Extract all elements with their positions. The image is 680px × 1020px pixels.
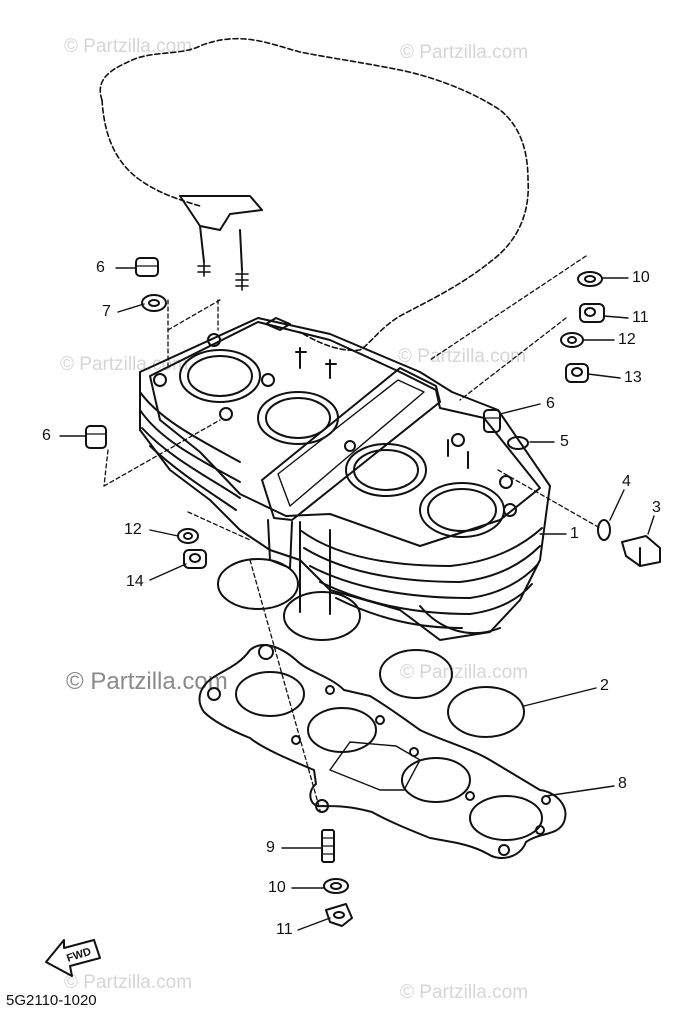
callout-2: 2 bbox=[600, 677, 609, 694]
washer-icon bbox=[577, 271, 603, 287]
callout-6: 6 bbox=[96, 259, 105, 276]
watermark: © Partzilla.com bbox=[400, 662, 529, 683]
bolt-icon bbox=[621, 535, 661, 567]
callout-8: 8 bbox=[618, 775, 627, 792]
callout-7: 7 bbox=[102, 303, 111, 320]
watermark: © Partzilla.com bbox=[398, 346, 527, 367]
stud-bolt-icon bbox=[321, 829, 335, 863]
cylinder-bore-1 bbox=[179, 349, 261, 403]
o-ring-icon bbox=[217, 558, 525, 738]
callout-10: 10 bbox=[632, 269, 650, 286]
diagram-code: 5G2110-1020 bbox=[6, 992, 97, 1009]
mount-bracket bbox=[179, 195, 263, 231]
callout-4: 4 bbox=[622, 473, 631, 490]
callout-12: 12 bbox=[124, 521, 142, 538]
callout-9: 9 bbox=[266, 839, 275, 856]
dowel-pin-icon bbox=[483, 409, 501, 433]
crankcase-outline bbox=[99, 37, 530, 352]
cylinder-bore-4 bbox=[419, 482, 505, 538]
stud bbox=[235, 269, 249, 291]
stud bbox=[197, 261, 211, 277]
washer-icon bbox=[141, 294, 167, 312]
forward-arrow-icon: FWD bbox=[45, 939, 101, 977]
washer-icon bbox=[597, 519, 611, 541]
callout-6: 6 bbox=[42, 427, 51, 444]
washer-icon bbox=[560, 332, 584, 348]
callout-11: 11 bbox=[632, 309, 649, 326]
callout-6: 6 bbox=[546, 395, 555, 412]
cylinder-bore-3 bbox=[345, 443, 427, 497]
nut-icon bbox=[183, 549, 207, 569]
callout-13: 13 bbox=[624, 369, 642, 386]
leader-lines bbox=[103, 255, 601, 811]
cylinder-block bbox=[139, 317, 551, 641]
callout-14: 14 bbox=[126, 573, 144, 590]
callout-1: 1 bbox=[570, 525, 579, 542]
dowel-pin-icon bbox=[135, 257, 159, 277]
callout-3: 3 bbox=[652, 499, 661, 516]
watermark: © Partzilla.com bbox=[60, 354, 189, 375]
nut-icon bbox=[565, 363, 589, 383]
cylinder-base-gasket bbox=[198, 644, 567, 859]
watermark: © Partzilla.com bbox=[400, 982, 529, 1003]
o-ring-icon bbox=[507, 436, 529, 450]
callout-5: 5 bbox=[560, 433, 569, 450]
nut-icon bbox=[177, 528, 199, 544]
callout-leaders bbox=[59, 267, 655, 931]
watermark: © Partzilla.com bbox=[64, 36, 193, 57]
watermark: © Partzilla.com bbox=[400, 42, 529, 63]
watermark: © Partzilla.com bbox=[64, 972, 193, 993]
callout-12: 12 bbox=[618, 331, 636, 348]
nut-icon bbox=[325, 903, 353, 927]
nut-icon bbox=[579, 303, 605, 323]
callout-11: 11 bbox=[276, 921, 293, 938]
washer-icon bbox=[323, 878, 349, 894]
callout-10: 10 bbox=[268, 879, 286, 896]
dowel-pin-icon bbox=[85, 425, 107, 449]
